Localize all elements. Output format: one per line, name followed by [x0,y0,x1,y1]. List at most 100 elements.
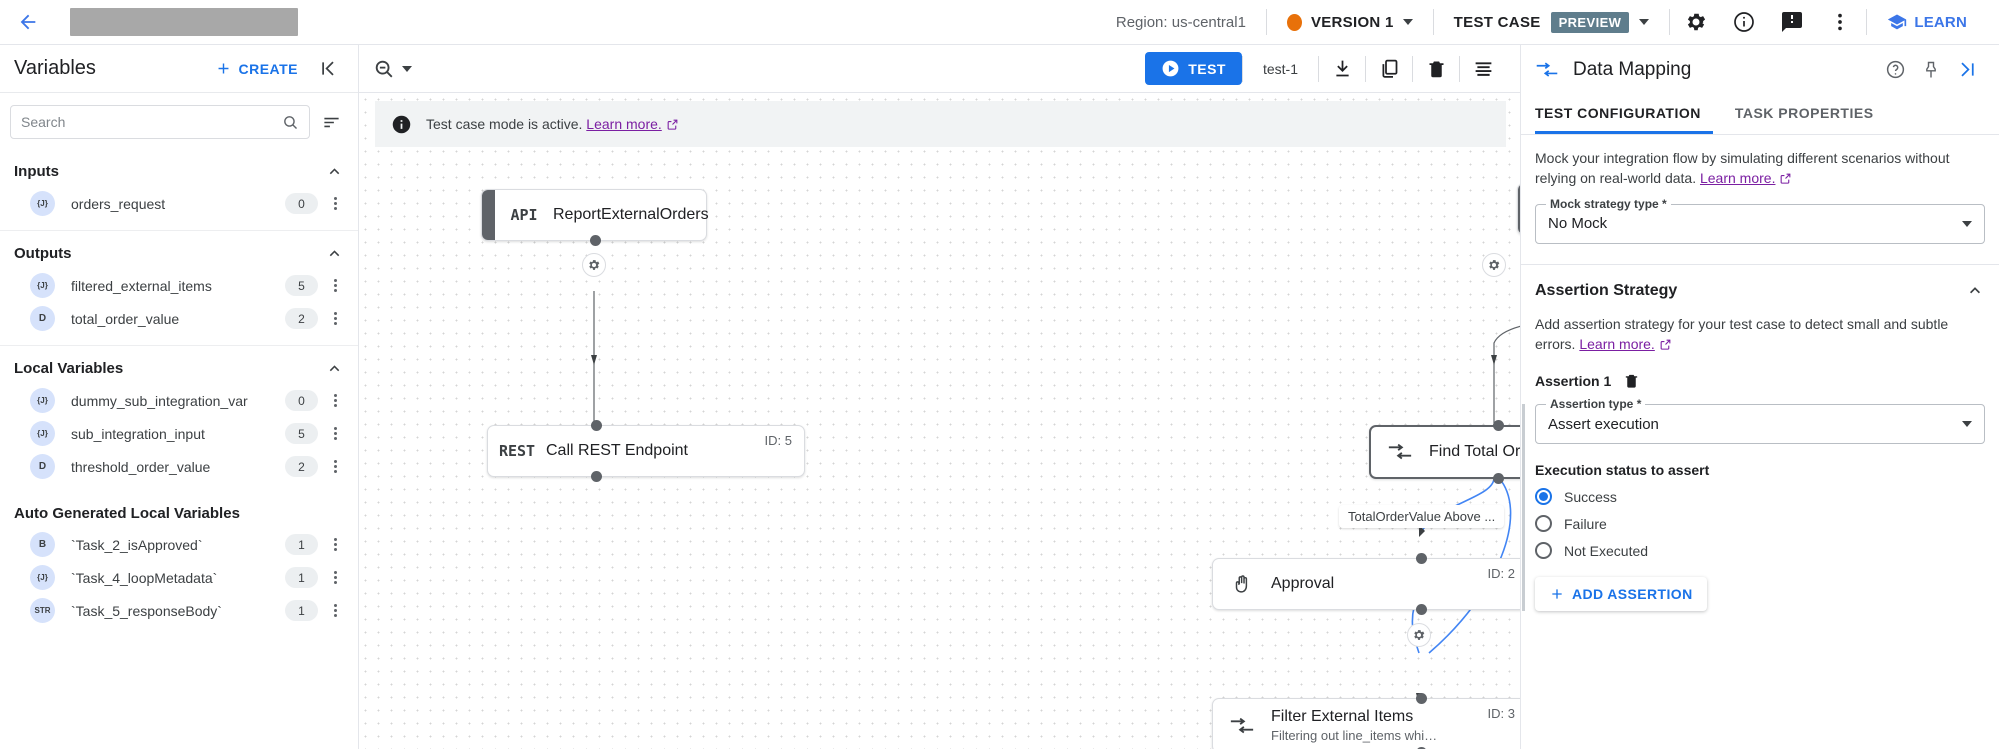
panel-title: Data Mapping [1573,58,1692,80]
tab-task-properties[interactable]: TASK PROPERTIES [1734,105,1874,121]
list-icon[interactable] [1460,45,1506,93]
chevron-up-icon[interactable] [324,161,344,181]
row-more-icon[interactable] [324,279,346,292]
divider [1521,263,1999,265]
variable-group-inputs: Inputs {J} orders_request 0 [0,149,358,231]
node-output-port[interactable] [1416,747,1427,749]
variables-list[interactable]: Inputs {J} orders_request 0 Outputs [0,149,358,749]
radio-option-success[interactable]: Success [1535,488,1985,506]
workflow-node-call-rest-endpoint[interactable]: REST Call REST Endpoint ID: 5 [487,420,805,482]
list-item[interactable]: {J} `Task_4_loopMetadata` 1 [0,561,358,594]
assertion-description: Add assertion strategy for your test cas… [1535,314,1985,355]
row-more-icon[interactable] [324,538,346,551]
back-arrow-icon[interactable] [14,8,42,36]
test-case-selector[interactable]: TEST CASE PREVIEW [1436,11,1668,33]
list-item[interactable]: {J} orders_request 0 [0,187,358,220]
settings-gear-icon[interactable] [1672,0,1720,45]
info-icon[interactable] [1720,0,1768,45]
row-more-icon[interactable] [324,427,346,440]
workflow-canvas[interactable]: Test case mode is active. Learn more. EX… [359,93,1520,749]
mock-strategy-select[interactable]: Mock strategy type * No Mock [1535,196,1985,244]
api-badge-icon: API [510,206,538,224]
group-header[interactable]: Outputs [0,231,358,269]
list-item[interactable]: STR `Task_5_responseBody` 1 [0,594,358,627]
create-variable-button[interactable]: CREATE [215,60,298,77]
list-item[interactable]: D total_order_value 2 [0,302,358,335]
preview-badge: PREVIEW [1550,11,1630,33]
version-selector[interactable]: VERSION 1 [1269,13,1431,31]
edge-gear-icon[interactable] [1407,623,1431,647]
learn-more-link[interactable]: Learn more. [1699,170,1776,187]
node-output-port[interactable] [1416,604,1427,615]
search-field[interactable] [10,105,310,139]
workflow-node-filter-external-items[interactable]: Filter External Items Filtering out line… [1212,693,1520,749]
row-more-icon[interactable] [324,394,346,407]
list-item[interactable]: {J} sub_integration_input 5 [0,417,358,450]
node-input-port[interactable] [591,420,602,431]
radio-option-failure[interactable]: Failure [1535,515,1985,533]
node-input-port[interactable] [1493,420,1504,431]
sort-icon[interactable] [318,109,344,135]
workflow-node-order-process-api-trigger[interactable]: API OrderProcessApiTrigger [1517,183,1520,235]
node-input-port[interactable] [1416,553,1427,564]
node-output-port[interactable] [1493,473,1504,484]
row-more-icon[interactable] [324,312,346,325]
tab-test-configuration[interactable]: TEST CONFIGURATION [1535,94,1713,134]
more-vert-icon[interactable] [1816,0,1864,45]
play-circle-icon [1162,60,1179,77]
variable-name: total_order_value [71,310,180,327]
mock-strategy-label: Mock strategy type * [1546,196,1671,211]
list-item[interactable]: {J} dummy_sub_integration_var 0 [0,384,358,417]
pin-icon[interactable] [1913,52,1949,88]
assertion-type-select[interactable]: Assertion type * Assert execution [1535,397,1985,445]
list-item[interactable]: B `Task_2_isApproved` 1 [0,528,358,561]
group-title: Outputs [14,244,72,262]
chevron-up-icon[interactable] [324,358,344,378]
radio-icon[interactable] [1535,488,1552,506]
delete-assertion-icon[interactable] [1623,372,1640,389]
learn-more-link[interactable]: Learn more. [586,116,662,132]
chevron-up-icon[interactable] [1965,281,1985,301]
row-more-icon[interactable] [324,571,346,584]
edge-condition-label[interactable]: TotalOrderValue Above ... [1339,505,1505,528]
panel-tabs: TEST CONFIGURATION TASK PROPERTIES [1521,94,1999,135]
radio-icon[interactable] [1535,515,1552,533]
variable-count-badge: 2 [285,456,318,477]
trash-icon[interactable] [1413,45,1459,93]
group-header[interactable]: Inputs [0,149,358,187]
workflow-node-find-total-order-price[interactable]: Find Total Order Price ID: 1 [1369,420,1520,484]
workflow-node-approval[interactable]: Approval ID: 2 [1212,553,1520,615]
radio-option-not-executed[interactable]: Not Executed [1535,542,1985,560]
download-icon[interactable] [1319,45,1365,93]
list-item[interactable]: D threshold_order_value 2 [0,450,358,483]
radio-label: Failure [1564,515,1607,532]
expand-right-icon[interactable] [1949,52,1985,88]
variable-count-badge: 1 [285,534,318,555]
radio-icon[interactable] [1535,542,1552,560]
test-button[interactable]: TEST [1145,52,1242,85]
list-item[interactable]: {J} filtered_external_items 5 [0,269,358,302]
edge-gear-icon[interactable] [582,253,606,277]
workflow-node-report-external-orders[interactable]: API ReportExternalOrders [481,189,709,246]
copy-icon[interactable] [1366,45,1412,93]
learn-button[interactable]: LEARN [1869,12,1985,32]
zoom-control[interactable] [373,58,412,80]
add-assertion-button[interactable]: ADD ASSERTION [1535,577,1707,612]
edge-gear-icon[interactable] [1482,253,1506,277]
test-case-name[interactable]: test-1 [1262,60,1298,77]
row-more-icon[interactable] [324,460,346,473]
node-output-port[interactable] [590,235,601,246]
chevron-up-icon[interactable] [324,243,344,263]
group-header[interactable]: Auto Generated Local Variables [0,493,358,528]
row-more-icon[interactable] [324,197,346,210]
node-input-port[interactable] [1416,693,1427,704]
assertion-strategy-header[interactable]: Assertion Strategy [1535,281,1985,301]
row-more-icon[interactable] [324,604,346,617]
learn-more-link[interactable]: Learn more. [1579,335,1655,352]
collapse-sidebar-icon[interactable] [310,52,344,86]
search-input[interactable] [21,114,282,130]
feedback-icon[interactable] [1768,0,1816,45]
help-circle-icon[interactable] [1877,52,1913,88]
node-output-port[interactable] [591,471,602,482]
group-header[interactable]: Local Variables [0,346,358,384]
